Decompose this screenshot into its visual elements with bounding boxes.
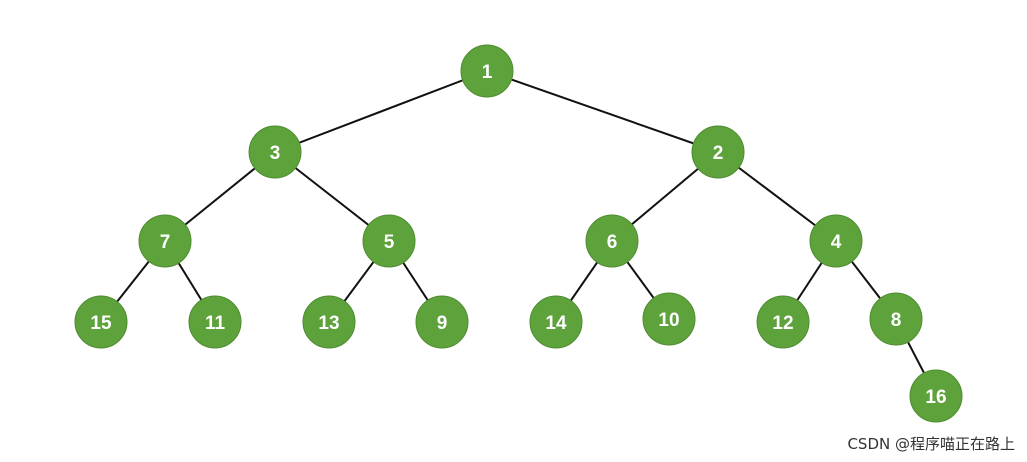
node-label: 6 xyxy=(607,232,618,253)
node-circle xyxy=(869,292,923,346)
node-label: 5 xyxy=(384,232,395,253)
node-circle xyxy=(691,125,745,179)
node-label: 2 xyxy=(713,143,724,164)
node-label: 1 xyxy=(482,62,493,83)
node-circle xyxy=(809,214,863,268)
node-circle xyxy=(585,214,639,268)
node-label: 12 xyxy=(772,313,793,334)
node-circle xyxy=(248,125,302,179)
node-label: 3 xyxy=(270,143,281,164)
node-circle xyxy=(302,295,356,349)
node-circle xyxy=(415,295,469,349)
node-circle xyxy=(756,295,810,349)
node-circle xyxy=(138,214,192,268)
node-label: 15 xyxy=(90,313,112,334)
tree-node-3: 3 xyxy=(248,125,302,179)
csdn-watermark: CSDN @程序喵正在路上 xyxy=(847,435,1015,453)
tree-node-9: 9 xyxy=(415,295,469,349)
node-label: 14 xyxy=(545,313,567,334)
tree-node-1: 1 xyxy=(460,44,514,98)
tree-node-11: 11 xyxy=(188,295,242,349)
edge-n1-n2 xyxy=(486,70,719,153)
node-circle xyxy=(460,44,514,98)
node-circle xyxy=(362,214,416,268)
node-label: 8 xyxy=(891,310,902,331)
node-circle xyxy=(529,295,583,349)
tree-node-13: 13 xyxy=(302,295,356,349)
node-circle xyxy=(642,292,696,346)
node-label: 10 xyxy=(658,310,679,331)
tree-node-16: 16 xyxy=(909,369,963,423)
node-label: 9 xyxy=(437,313,448,334)
tree-node-8: 8 xyxy=(869,292,923,346)
tree-node-6: 6 xyxy=(585,214,639,268)
node-label: 7 xyxy=(160,232,171,253)
node-label: 13 xyxy=(318,313,339,334)
tree-node-15: 15 xyxy=(74,295,128,349)
node-label: 16 xyxy=(925,387,946,408)
tree-node-14: 14 xyxy=(529,295,583,349)
tree-node-12: 12 xyxy=(756,295,810,349)
tree-node-5: 5 xyxy=(362,214,416,268)
tree-node-7: 7 xyxy=(138,214,192,268)
node-label: 4 xyxy=(831,232,842,253)
node-circle xyxy=(909,369,963,423)
node-circle xyxy=(188,295,242,349)
node-circle xyxy=(74,295,128,349)
tree-node-10: 10 xyxy=(642,292,696,346)
tree-node-2: 2 xyxy=(691,125,745,179)
node-label: 11 xyxy=(205,313,226,334)
tree-node-4: 4 xyxy=(809,214,863,268)
edge-n1-n3 xyxy=(274,70,488,153)
